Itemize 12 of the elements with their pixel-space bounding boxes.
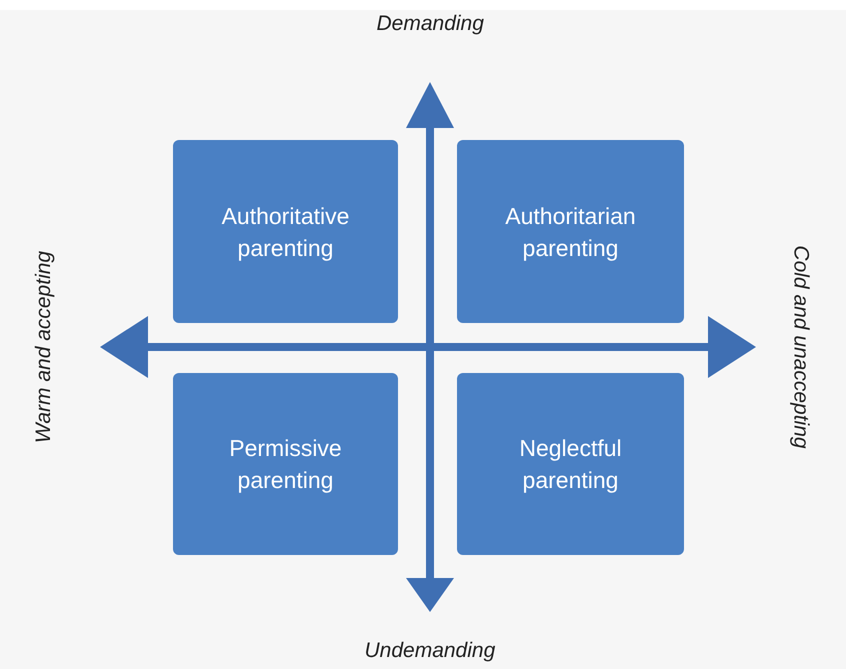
quadrant-label: Authoritative parenting	[220, 202, 350, 263]
quadrant-label: Authoritarian parenting	[504, 202, 637, 263]
quadrant-label: Neglectful parenting	[518, 434, 623, 495]
axis-label: Warm and accepting	[32, 250, 56, 444]
axis-label: Cold and unaccepting	[788, 245, 812, 449]
axis-label: Demanding	[376, 12, 484, 36]
quadrant-box	[457, 140, 684, 323]
quadrant-box	[457, 373, 684, 555]
quadrant-box	[173, 140, 398, 323]
quadrant-label: Permissive parenting	[228, 434, 343, 495]
axis-label: Undemanding	[364, 639, 496, 663]
quadrant-box	[173, 373, 398, 555]
